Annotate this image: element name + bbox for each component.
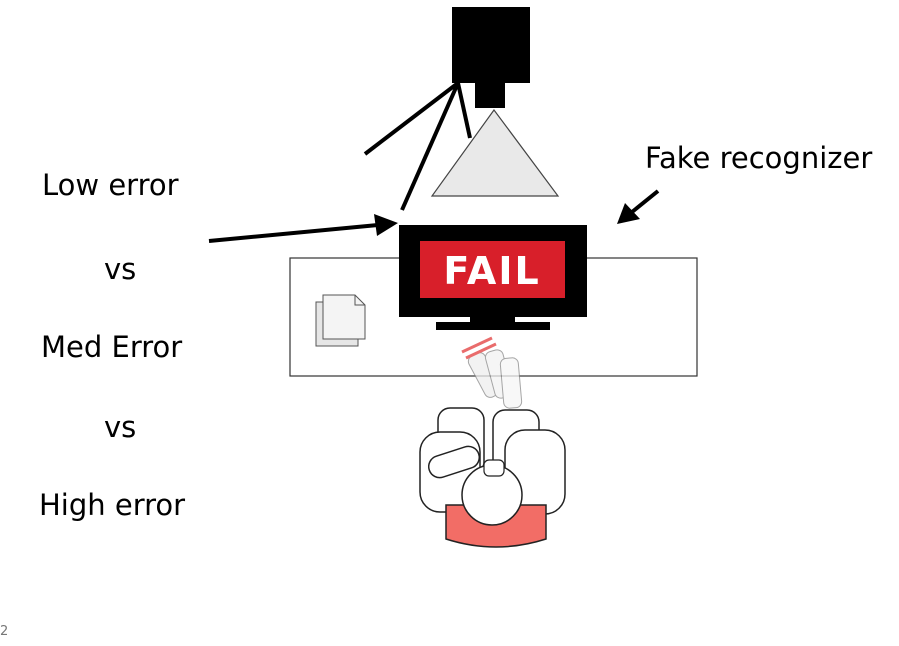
med-error-label: Med Error	[41, 330, 183, 364]
fake-recognizer-arrow	[617, 189, 660, 224]
slide-number: 2	[0, 624, 9, 639]
fail-screen	[420, 241, 565, 298]
vs-label-1: vs	[104, 252, 137, 286]
wii-remote-icon	[461, 336, 523, 409]
fake-recognizer-label: Fake recognizer	[645, 141, 873, 175]
low-error-label: Low error	[42, 168, 179, 202]
fail-text: FAIL	[443, 249, 540, 293]
camera-icon	[363, 7, 530, 211]
low-error-arrow	[208, 214, 398, 243]
projector-icon	[430, 108, 560, 197]
high-error-label: High error	[39, 488, 186, 522]
monitor-icon: FAIL	[399, 225, 587, 330]
documents-icon	[315, 294, 366, 347]
vs-label-2: vs	[104, 410, 137, 444]
person-top-view-icon	[419, 407, 566, 548]
